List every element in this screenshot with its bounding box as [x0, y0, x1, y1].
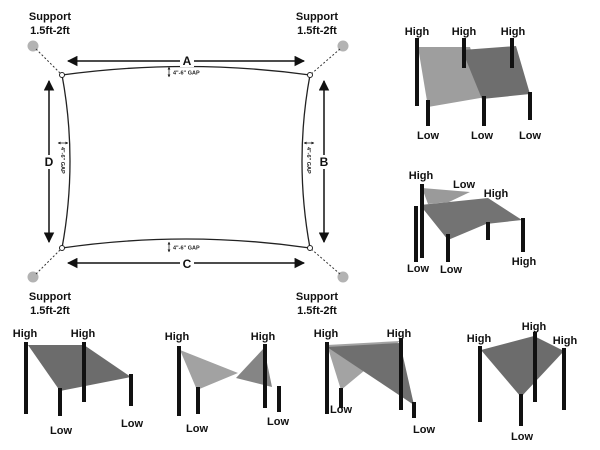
configuration-4: High High Low Low — [165, 331, 290, 435]
gap-label-bottom: 4"-6" GAP — [173, 246, 200, 252]
sail-back — [422, 188, 470, 204]
low-label-2: Low — [413, 424, 435, 436]
support-bottom-left-size: 1.5ft-2ft — [30, 305, 70, 317]
high-label-1: High — [405, 26, 430, 38]
support-dot-bottom-left — [27, 271, 39, 283]
low-label-2: Low — [407, 263, 429, 275]
high-label-3: High — [501, 26, 526, 38]
gap-label-right: 4"-6" GAP — [305, 147, 311, 174]
sail — [481, 336, 564, 397]
gap-indicator-right: 4"-6" GAP — [303, 141, 315, 174]
support-top-right-size: 1.5ft-2ft — [297, 25, 337, 37]
side-label-b: B — [320, 155, 329, 169]
high-label-2: High — [251, 331, 276, 343]
high-label-1: High — [13, 328, 38, 340]
high-label-2: High — [522, 321, 547, 333]
high-label-1: High — [165, 331, 190, 343]
support-dot-top-left — [27, 40, 39, 52]
posts — [478, 332, 566, 426]
high-label-1: High — [467, 333, 492, 345]
high-label-3: High — [512, 256, 537, 268]
sail — [28, 345, 131, 391]
support-bottom-right-title: Support — [296, 291, 338, 303]
support-dot-top-right — [337, 40, 349, 52]
configuration-3: High High Low Low — [13, 328, 144, 437]
gap-label-top: 4"-6" GAP — [173, 71, 200, 77]
sail-triangle-dark — [327, 343, 414, 405]
high-label-1: High — [314, 328, 339, 340]
posts — [325, 338, 416, 418]
sail-corner-rings — [59, 72, 313, 251]
low-label-2: Low — [267, 416, 289, 428]
gap-indicator-top: 4"-6" GAP — [167, 66, 200, 78]
posts — [177, 344, 281, 416]
low-label-1: Low — [186, 423, 208, 435]
configuration-6: High High High Low — [467, 321, 578, 443]
high-label-1: High — [409, 170, 434, 182]
high-label-3: High — [553, 335, 578, 347]
support-bottom-left-title: Support — [29, 291, 71, 303]
configuration-5: High High Low Low — [314, 328, 436, 436]
side-label-a: A — [183, 54, 192, 68]
high-label-2: High — [387, 328, 412, 340]
posts — [414, 184, 525, 262]
low-label-1: Low — [453, 179, 475, 191]
sail-front — [420, 198, 522, 240]
support-dot-bottom-right — [337, 271, 349, 283]
posts — [24, 342, 133, 416]
low-label-2: Low — [121, 418, 143, 430]
side-label-c: C — [183, 257, 192, 271]
gap-indicator-left: 4"-6" GAP — [57, 141, 69, 174]
support-bottom-right-size: 1.5ft-2ft — [297, 305, 337, 317]
sail-outline — [61, 65, 311, 249]
gap-label-left: 4"-6" GAP — [59, 147, 65, 174]
dimension-arrows — [43, 55, 330, 269]
low-label-2: Low — [471, 130, 493, 142]
tension-lines — [35, 48, 341, 275]
low-label-3: Low — [519, 130, 541, 142]
measurement-diagram: Support 1.5ft-2ft Support 1.5ft-2ft Supp… — [27, 11, 349, 317]
support-top-left-size: 1.5ft-2ft — [30, 25, 70, 37]
high-label-2: High — [452, 26, 477, 38]
configuration-1: High High High Low Low Low — [405, 26, 542, 142]
low-label-1: Low — [50, 425, 72, 437]
support-top-left-title: Support — [29, 11, 71, 23]
low-label-1: Low — [511, 431, 533, 443]
side-label-d: D — [45, 155, 54, 169]
configuration-2: High Low High Low Low High — [407, 170, 536, 276]
low-label-3: Low — [440, 264, 462, 276]
gap-indicator-bottom: 4"-6" GAP — [167, 241, 200, 253]
sail-triangle-left — [180, 350, 238, 390]
high-label-2: High — [71, 328, 96, 340]
low-label-1: Low — [330, 404, 352, 416]
support-top-right-title: Support — [296, 11, 338, 23]
high-label-2: High — [484, 188, 509, 200]
posts — [415, 38, 532, 126]
low-label-1: Low — [417, 130, 439, 142]
